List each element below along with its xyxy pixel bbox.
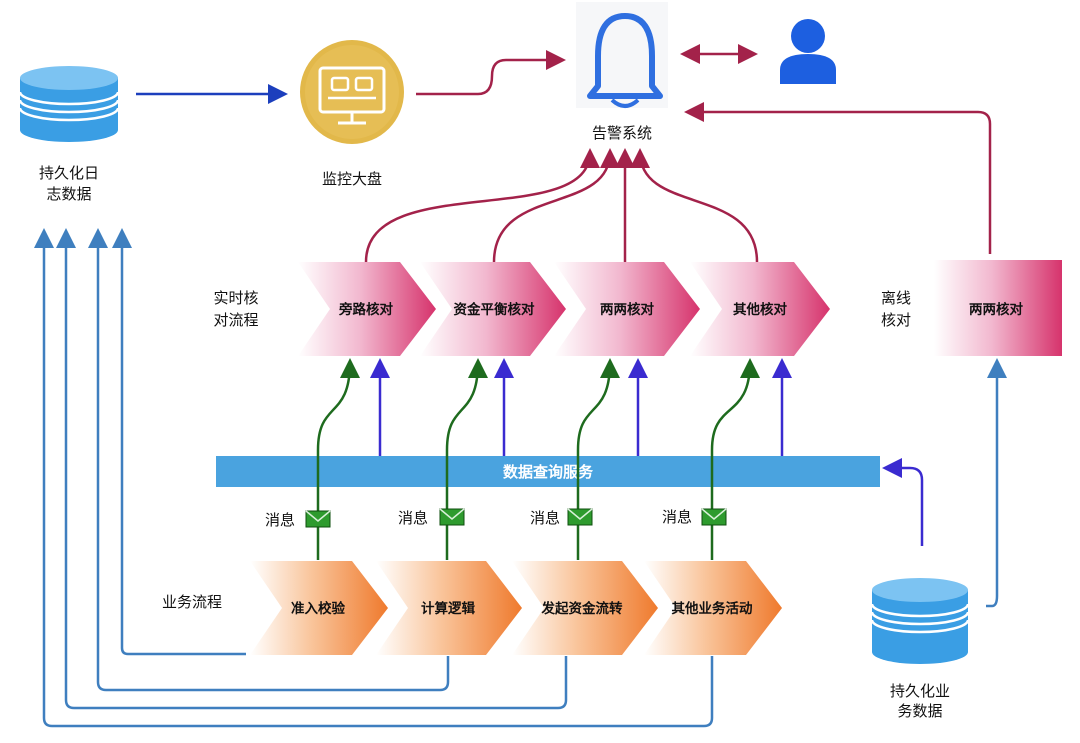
log-database-label-line2: 志数据: [46, 185, 91, 203]
arrow-bizdb-to-service: [882, 458, 924, 546]
log-database-label-line1: 持久化日: [39, 164, 99, 182]
log-database-icon: [18, 66, 120, 142]
offline-section-label-line1: 离线: [881, 289, 911, 307]
envelope-icon: [567, 508, 593, 526]
realtime-check-chevron-1: 旁路核对: [298, 262, 436, 356]
business-step-chevron-2: 计算逻辑: [376, 561, 522, 655]
arrow-step3-to-log-db: [56, 228, 568, 710]
business-database-label-line2: 务数据: [897, 702, 942, 720]
business-step-label-1: 准入校验: [291, 600, 345, 617]
offline-check-label: 两两核对: [969, 301, 1023, 318]
realtime-check-label-4: 其他核对: [733, 301, 787, 318]
realtime-check-label-2: 资金平衡核对: [454, 301, 535, 318]
arrow-monitor-to-alert: [416, 50, 566, 96]
business-section-label: 业务流程: [162, 593, 222, 611]
arrow-step1-to-log-db: [112, 228, 246, 656]
business-step-chevron-3: 发起资金流转: [512, 561, 658, 655]
data-query-service-bar: 数据查询服务: [216, 456, 880, 487]
monitor-dashboard-icon: [300, 40, 404, 144]
arrow-message-3: [576, 358, 620, 560]
arrow-step2-to-log-db: [88, 228, 450, 692]
business-step-chevron-1: 准入校验: [250, 561, 388, 655]
arrow-check4-to-alert: [630, 148, 759, 263]
realtime-check-label-3: 两两核对: [600, 301, 654, 318]
business-step-label-4: 其他业务活动: [672, 600, 753, 617]
realtime-check-chevron-2: 资金平衡核对: [420, 262, 566, 356]
envelope-icon: [701, 508, 727, 526]
business-database-icon: [870, 578, 970, 664]
realtime-section-label-line1: 实时核: [213, 289, 258, 307]
monitor-dashboard-label: 监控大盘: [322, 170, 382, 188]
message-label-1: 消息: [265, 511, 295, 529]
arrow-step4-to-log-db: [34, 228, 714, 728]
arrow-check2-to-alert: [492, 148, 620, 263]
arrow-check1-to-alert: [364, 148, 600, 263]
arrow-message-2: [445, 358, 488, 560]
message-label-3: 消息: [530, 509, 560, 527]
message-label-2: 消息: [398, 509, 428, 527]
envelope-icon: [439, 508, 465, 526]
realtime-check-chevron-4: 其他核对: [690, 262, 830, 356]
offline-check-box: 两两核对: [934, 260, 1062, 356]
data-query-service-label: 数据查询服务: [503, 463, 594, 481]
user-icon: [780, 19, 836, 84]
arrow-bizdb-to-offline-check: [986, 358, 1007, 608]
realtime-check-label-1: 旁路核对: [338, 301, 393, 318]
envelope-icon: [305, 510, 331, 528]
realtime-check-chevron-3: 两两核对: [554, 262, 700, 356]
business-step-chevron-4: 其他业务活动: [644, 561, 782, 655]
arrow-message-4: [710, 358, 760, 560]
business-database-label-line1: 持久化业: [890, 682, 950, 700]
business-step-label-3: 发起资金流转: [541, 600, 623, 617]
arrow-offline-to-alert: [684, 102, 992, 254]
offline-section-label-line2: 核对: [881, 311, 911, 329]
alert-bell-icon: [576, 2, 668, 108]
business-step-label-2: 计算逻辑: [421, 600, 475, 617]
message-label-4: 消息: [662, 508, 692, 526]
realtime-section-label-line2: 对流程: [213, 311, 258, 329]
alert-system-label: 告警系统: [592, 124, 652, 142]
arrow-message-1: [316, 358, 360, 560]
